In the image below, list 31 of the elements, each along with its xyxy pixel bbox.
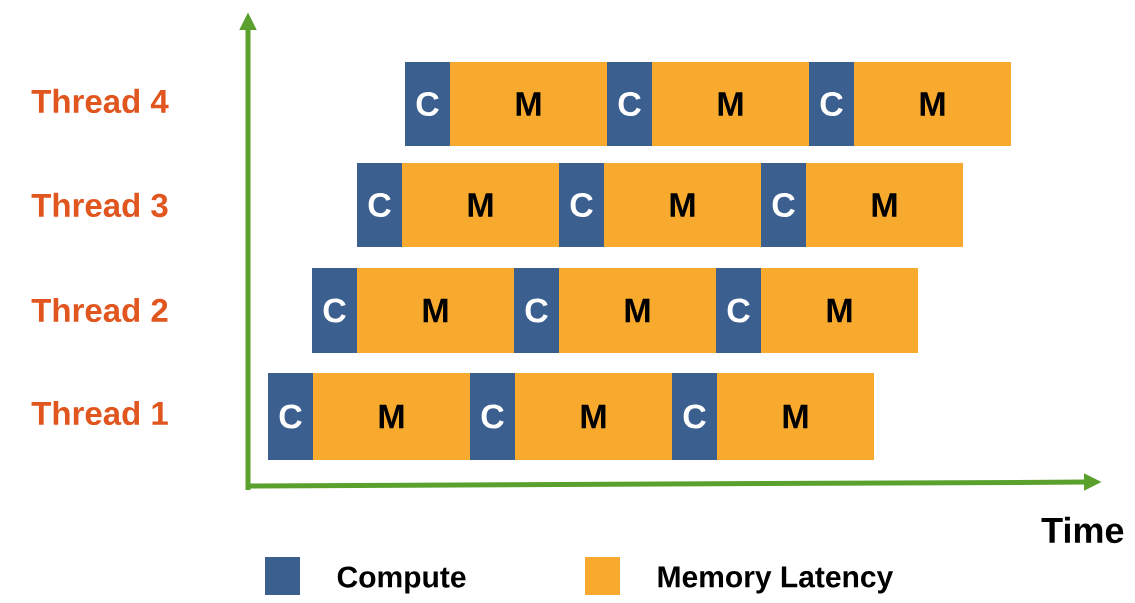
compute-block: C (312, 268, 357, 353)
compute-block: C (357, 163, 402, 247)
memory-block: M (313, 373, 470, 460)
memory-block: M (559, 268, 716, 353)
memory-block: M (761, 268, 918, 353)
compute-block: C (809, 62, 854, 146)
memory-block: M (717, 373, 874, 460)
thread-label: Thread 3 (31, 192, 168, 218)
thread-label: Thread 1 (31, 400, 168, 426)
thread-label: Thread 4 (31, 88, 169, 114)
compute-block: C (514, 268, 559, 353)
memory-block: M (450, 62, 607, 146)
memory-block: M (652, 62, 809, 146)
memory-block: M (604, 163, 761, 247)
legend-label: Memory Latency (658, 566, 894, 594)
compute-block: C (559, 163, 604, 247)
compute-block: C (672, 373, 717, 460)
memory-block: M (854, 62, 1011, 146)
memory-block: M (806, 163, 963, 247)
compute-block: C (761, 163, 806, 247)
legend-label: Compute (337, 566, 466, 594)
compute-block: C (470, 373, 515, 460)
memory-block: M (357, 268, 514, 353)
compute-block: C (405, 62, 450, 146)
memory-block: M (515, 373, 672, 460)
memory-block: M (402, 163, 559, 247)
compute-block: C (268, 373, 313, 460)
compute-block: C (607, 62, 652, 146)
axis-label: Time (1041, 516, 1124, 544)
compute-block: C (716, 268, 761, 353)
thread-label: Thread 2 (31, 297, 168, 323)
